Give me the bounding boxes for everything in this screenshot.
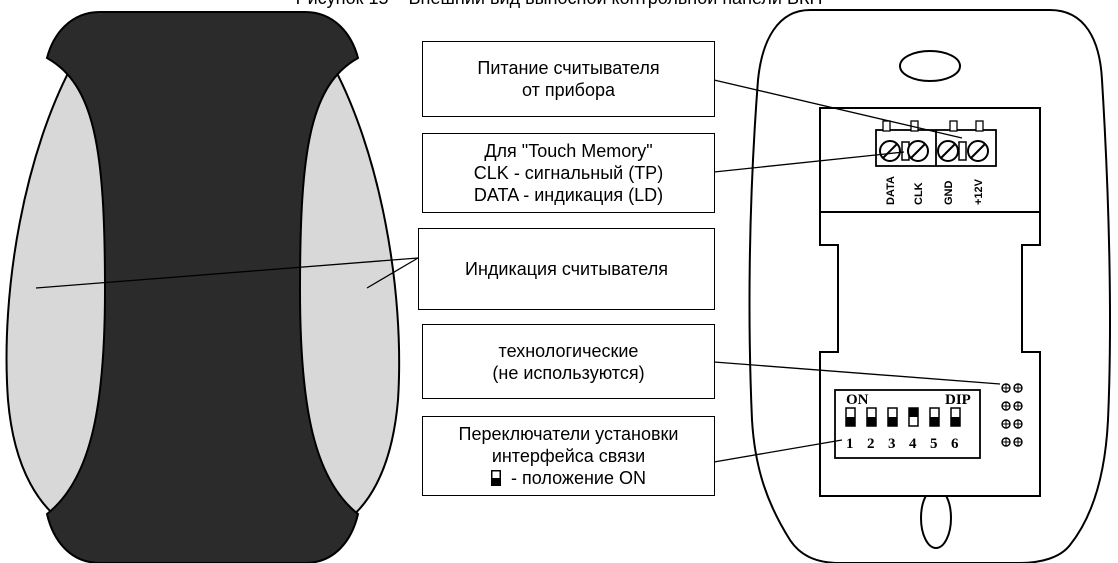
- label-touch-memory-line-2: CLK - сигнальный (TP): [473, 163, 664, 183]
- dip-switch-1: [845, 407, 856, 427]
- leader-switches: [713, 439, 843, 463]
- dip-number: 6: [951, 436, 959, 452]
- dip-label: DIP: [945, 392, 971, 408]
- dip-switch-levers: [845, 407, 961, 427]
- dip-switch-3: [887, 407, 898, 427]
- tech-pin: [1001, 419, 1011, 429]
- figure-caption: Рисунок 15 – Внешний вид выносной контро…: [0, 0, 1118, 9]
- label-power-line-1: Питание считывателя: [477, 58, 660, 78]
- dip-number: 1: [846, 436, 854, 452]
- terminal-screw: [937, 140, 959, 162]
- label-touch-memory: Для "Touch Memory" CLK - сигнальный (TP)…: [422, 133, 715, 213]
- leader-touch-memory: [713, 151, 905, 173]
- dip-on-legend-icon: [491, 470, 502, 486]
- tech-pin: [1013, 401, 1023, 411]
- terminal-contact: [958, 141, 967, 161]
- dip-number: 2: [867, 436, 875, 452]
- terminal-label-clk: CLK: [913, 182, 925, 205]
- label-technological: технологические (не используются): [422, 324, 715, 399]
- label-indication: Индикация считывателя: [418, 228, 715, 310]
- label-switches: Переключатели установки интерфейса связи…: [422, 416, 715, 496]
- dip-number: 4: [909, 436, 917, 452]
- terminal-label-12v: +12V: [973, 178, 985, 205]
- tech-pin: [1001, 437, 1011, 447]
- leader-tech: [713, 361, 1001, 385]
- terminal-screw: [967, 140, 989, 162]
- label-power-supply: Питание считывателя от прибора: [422, 41, 715, 117]
- dip-switch-6: [950, 407, 961, 427]
- label-power-line-2: от прибора: [521, 80, 615, 100]
- dip-switch-4: [908, 407, 919, 427]
- tech-pin: [1013, 437, 1023, 447]
- tech-pin: [1013, 383, 1023, 393]
- label-tech-line-1: технологические: [498, 340, 639, 361]
- terminal-block: [875, 120, 997, 167]
- dip-switch-2: [866, 407, 877, 427]
- leader-power: [713, 79, 963, 139]
- terminal-label-data: DATA: [885, 176, 897, 205]
- label-touch-memory-line-3: DATA - индикация (LD): [473, 185, 664, 205]
- dip-switch-5: [929, 407, 940, 427]
- dip-on-label: ON: [846, 392, 869, 408]
- dip-number: 3: [888, 436, 896, 452]
- dip-on-legend-text: - положение ON: [511, 468, 646, 488]
- terminal-screw: [879, 140, 901, 162]
- dip-number: 5: [930, 436, 938, 452]
- top-mount-hole: [899, 50, 961, 82]
- label-switches-line-3: - положение ON: [491, 467, 646, 489]
- terminal-screw: [907, 140, 929, 162]
- tech-pin: [1001, 401, 1011, 411]
- tech-pin: [1013, 419, 1023, 429]
- tech-pins: [1001, 383, 1023, 447]
- label-tech-line-2: (не используются): [492, 362, 645, 383]
- tech-pin: [1001, 383, 1011, 393]
- label-touch-memory-line-1: Для "Touch Memory": [484, 141, 653, 161]
- terminal-label-gnd: GND: [943, 181, 955, 206]
- reader-body: [45, 11, 360, 563]
- label-indication-text: Индикация считывателя: [465, 259, 668, 279]
- leader-indication-left: [35, 257, 419, 289]
- leader-indication-right: [366, 257, 419, 289]
- label-switches-line-1: Переключатели установки: [458, 424, 679, 444]
- label-switches-line-2: интерфейса связи: [491, 446, 646, 466]
